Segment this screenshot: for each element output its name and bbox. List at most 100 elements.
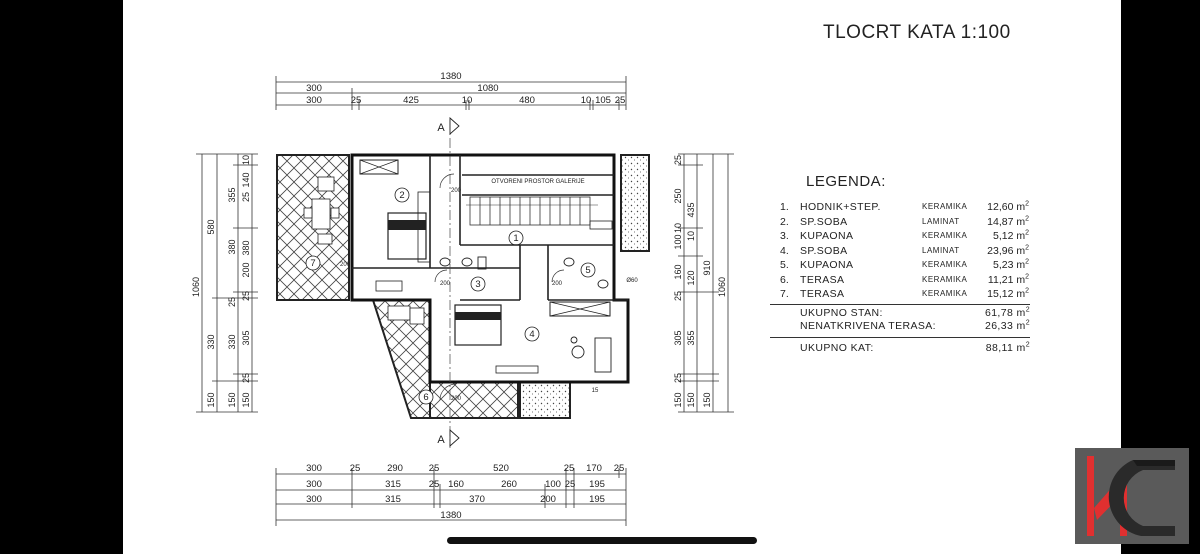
dim-left-in-1: 355 bbox=[227, 187, 237, 202]
dim-bot-3e: 195 bbox=[589, 494, 605, 505]
section-marker-top: A bbox=[437, 122, 445, 134]
legend-name: HODNIK+STEP. bbox=[800, 201, 881, 213]
dim-right-m-3: 120 bbox=[686, 270, 696, 285]
total-value: 61,78 m2 bbox=[985, 307, 1030, 320]
room-number-1: 1 bbox=[513, 233, 518, 244]
total-row: UKUPNO STAN: 61,78 m2 bbox=[800, 307, 1030, 320]
top-dimensions bbox=[275, 76, 627, 110]
legend-table: 1. HODNIK+STEP. KERAMIKA 12,60 m2 2. SP.SOBA… bbox=[780, 200, 1035, 302]
dim-bot-2b: 315 bbox=[385, 479, 401, 490]
bed-room-4 bbox=[454, 304, 502, 346]
total-label: NENATKRIVENA TERASA: bbox=[800, 320, 936, 332]
legend-area: 12,60 m2 bbox=[987, 200, 1029, 215]
legend-area-value: 5,12 m bbox=[992, 230, 1026, 242]
legend-area: 15,12 m2 bbox=[987, 287, 1029, 302]
dim-left-outer: 1060 bbox=[191, 277, 201, 297]
dim-left-mid-3: 150 bbox=[206, 392, 216, 407]
total-value: 88,11 m2 bbox=[985, 341, 1030, 355]
dim-left-in-13: 25 bbox=[241, 373, 251, 383]
note-diameter-60: Ø60 bbox=[626, 278, 638, 284]
dim-bot-1c: 290 bbox=[387, 463, 403, 474]
legend-material: KERAMIKA bbox=[922, 260, 968, 269]
terrace-bottom-right bbox=[519, 381, 571, 419]
total-label: UKUPNO STAN: bbox=[800, 307, 883, 319]
wardrobe-room-4 bbox=[549, 301, 611, 317]
legend-num: 7. bbox=[780, 288, 789, 300]
legend-name: SP.SOBA bbox=[800, 215, 848, 228]
total-row: NENATKRIVENA TERASA:26,33 m2 bbox=[800, 320, 1030, 333]
dim-left-in-6: 10 bbox=[241, 155, 251, 165]
dim-left-in-12: 305 bbox=[241, 330, 251, 345]
note-200-c: 200 bbox=[340, 262, 351, 268]
room-number-7: 7 bbox=[310, 258, 315, 269]
home-indicator bbox=[447, 537, 757, 544]
dim-right-in-7: 305 bbox=[673, 330, 683, 345]
legend-material: KERAMIKA bbox=[922, 231, 968, 240]
legend-area-value: 14,87 m bbox=[987, 215, 1026, 228]
legend-name: KUPAONA bbox=[800, 230, 854, 242]
dim-right-in-3: 10 bbox=[673, 223, 683, 233]
dim-bot-2d: 160 bbox=[448, 479, 464, 490]
legend-num: 1. bbox=[780, 201, 789, 213]
unit-sup: 2 bbox=[1025, 258, 1029, 266]
legend-name: SP.SOBA bbox=[800, 244, 848, 257]
dim-top-3f: 10 bbox=[581, 95, 592, 106]
legend-title: LEGENDA: bbox=[806, 173, 886, 190]
dim-left-in-7: 140 bbox=[241, 172, 251, 187]
dim-bot-2f: 100 bbox=[545, 479, 561, 490]
legend-material: KERAMIKA bbox=[922, 289, 968, 298]
legend-num: 2. bbox=[780, 215, 789, 228]
dim-bot-2c: 25 bbox=[429, 479, 440, 490]
dim-right-m-1: 435 bbox=[686, 202, 696, 217]
legend-name: TERASA bbox=[800, 273, 845, 286]
wardrobe-room-2 bbox=[359, 159, 399, 175]
legend-material: KERAMIKA bbox=[922, 274, 968, 284]
gallery-label: OTVORENI PROSTOR GALERIJE bbox=[491, 179, 584, 185]
legend-num: 6. bbox=[780, 273, 789, 286]
dim-right-m-5: 150 bbox=[686, 392, 696, 407]
legend-area: 14,87 m2 bbox=[987, 215, 1029, 230]
dim-right-m-4: 355 bbox=[686, 330, 696, 345]
dim-right-in-1: 25 bbox=[673, 155, 683, 165]
dim-right-in-8: 25 bbox=[673, 373, 683, 383]
unit-sup: 2 bbox=[1025, 273, 1029, 280]
legend-row: 1. HODNIK+STEP. KERAMIKA 12,60 m2 bbox=[780, 200, 1035, 215]
legend-material: KERAMIKA bbox=[922, 202, 968, 211]
dim-bot-2e: 260 bbox=[501, 479, 517, 490]
legend-area: 5,12 m2 bbox=[993, 229, 1029, 244]
dim-left-in-5: 150 bbox=[227, 392, 237, 407]
dim-right-150: 150 bbox=[702, 392, 712, 407]
room-number-4: 4 bbox=[529, 329, 534, 340]
dim-bot-1b: 25 bbox=[350, 463, 361, 474]
total-value-text: 88,11 m bbox=[985, 342, 1026, 354]
dim-bot-3a: 300 bbox=[306, 494, 322, 505]
legend-material: LAMINAT bbox=[922, 216, 960, 226]
legend-area: 5,23 m2 bbox=[993, 258, 1029, 273]
dim-left-mid-1: 580 bbox=[206, 219, 216, 234]
dim-bot-3b: 315 bbox=[385, 494, 401, 505]
total-label: UKUPNO KAT: bbox=[800, 342, 874, 354]
unit-sup: 2 bbox=[1025, 341, 1030, 349]
dim-bot-4: 1380 bbox=[440, 510, 461, 521]
left-dimensions bbox=[196, 153, 258, 413]
note-200-e: 200 bbox=[451, 396, 462, 402]
drawing-title: TLOCRT KATA 1:100 bbox=[823, 22, 1011, 43]
dim-right-in-4: 100 bbox=[673, 234, 683, 249]
dim-top-3b: 25 bbox=[351, 95, 362, 106]
dim-top-2a: 300 bbox=[306, 83, 322, 94]
legend-area-value: 23,96 m bbox=[987, 244, 1026, 257]
bed-room-2 bbox=[387, 212, 427, 260]
legend-area-value: 15,12 m bbox=[987, 288, 1026, 300]
unit-sup: 2 bbox=[1025, 287, 1029, 295]
dim-bot-3d: 200 bbox=[540, 494, 556, 505]
dim-bot-1f: 25 bbox=[564, 463, 575, 474]
dim-left-in-10: 200 bbox=[241, 262, 251, 277]
dim-bot-1e: 520 bbox=[493, 463, 509, 474]
room-number-5: 5 bbox=[585, 265, 590, 276]
legend-divider bbox=[770, 337, 1030, 338]
dim-left-in-3: 25 bbox=[227, 297, 237, 307]
legend-num: 5. bbox=[780, 259, 789, 271]
